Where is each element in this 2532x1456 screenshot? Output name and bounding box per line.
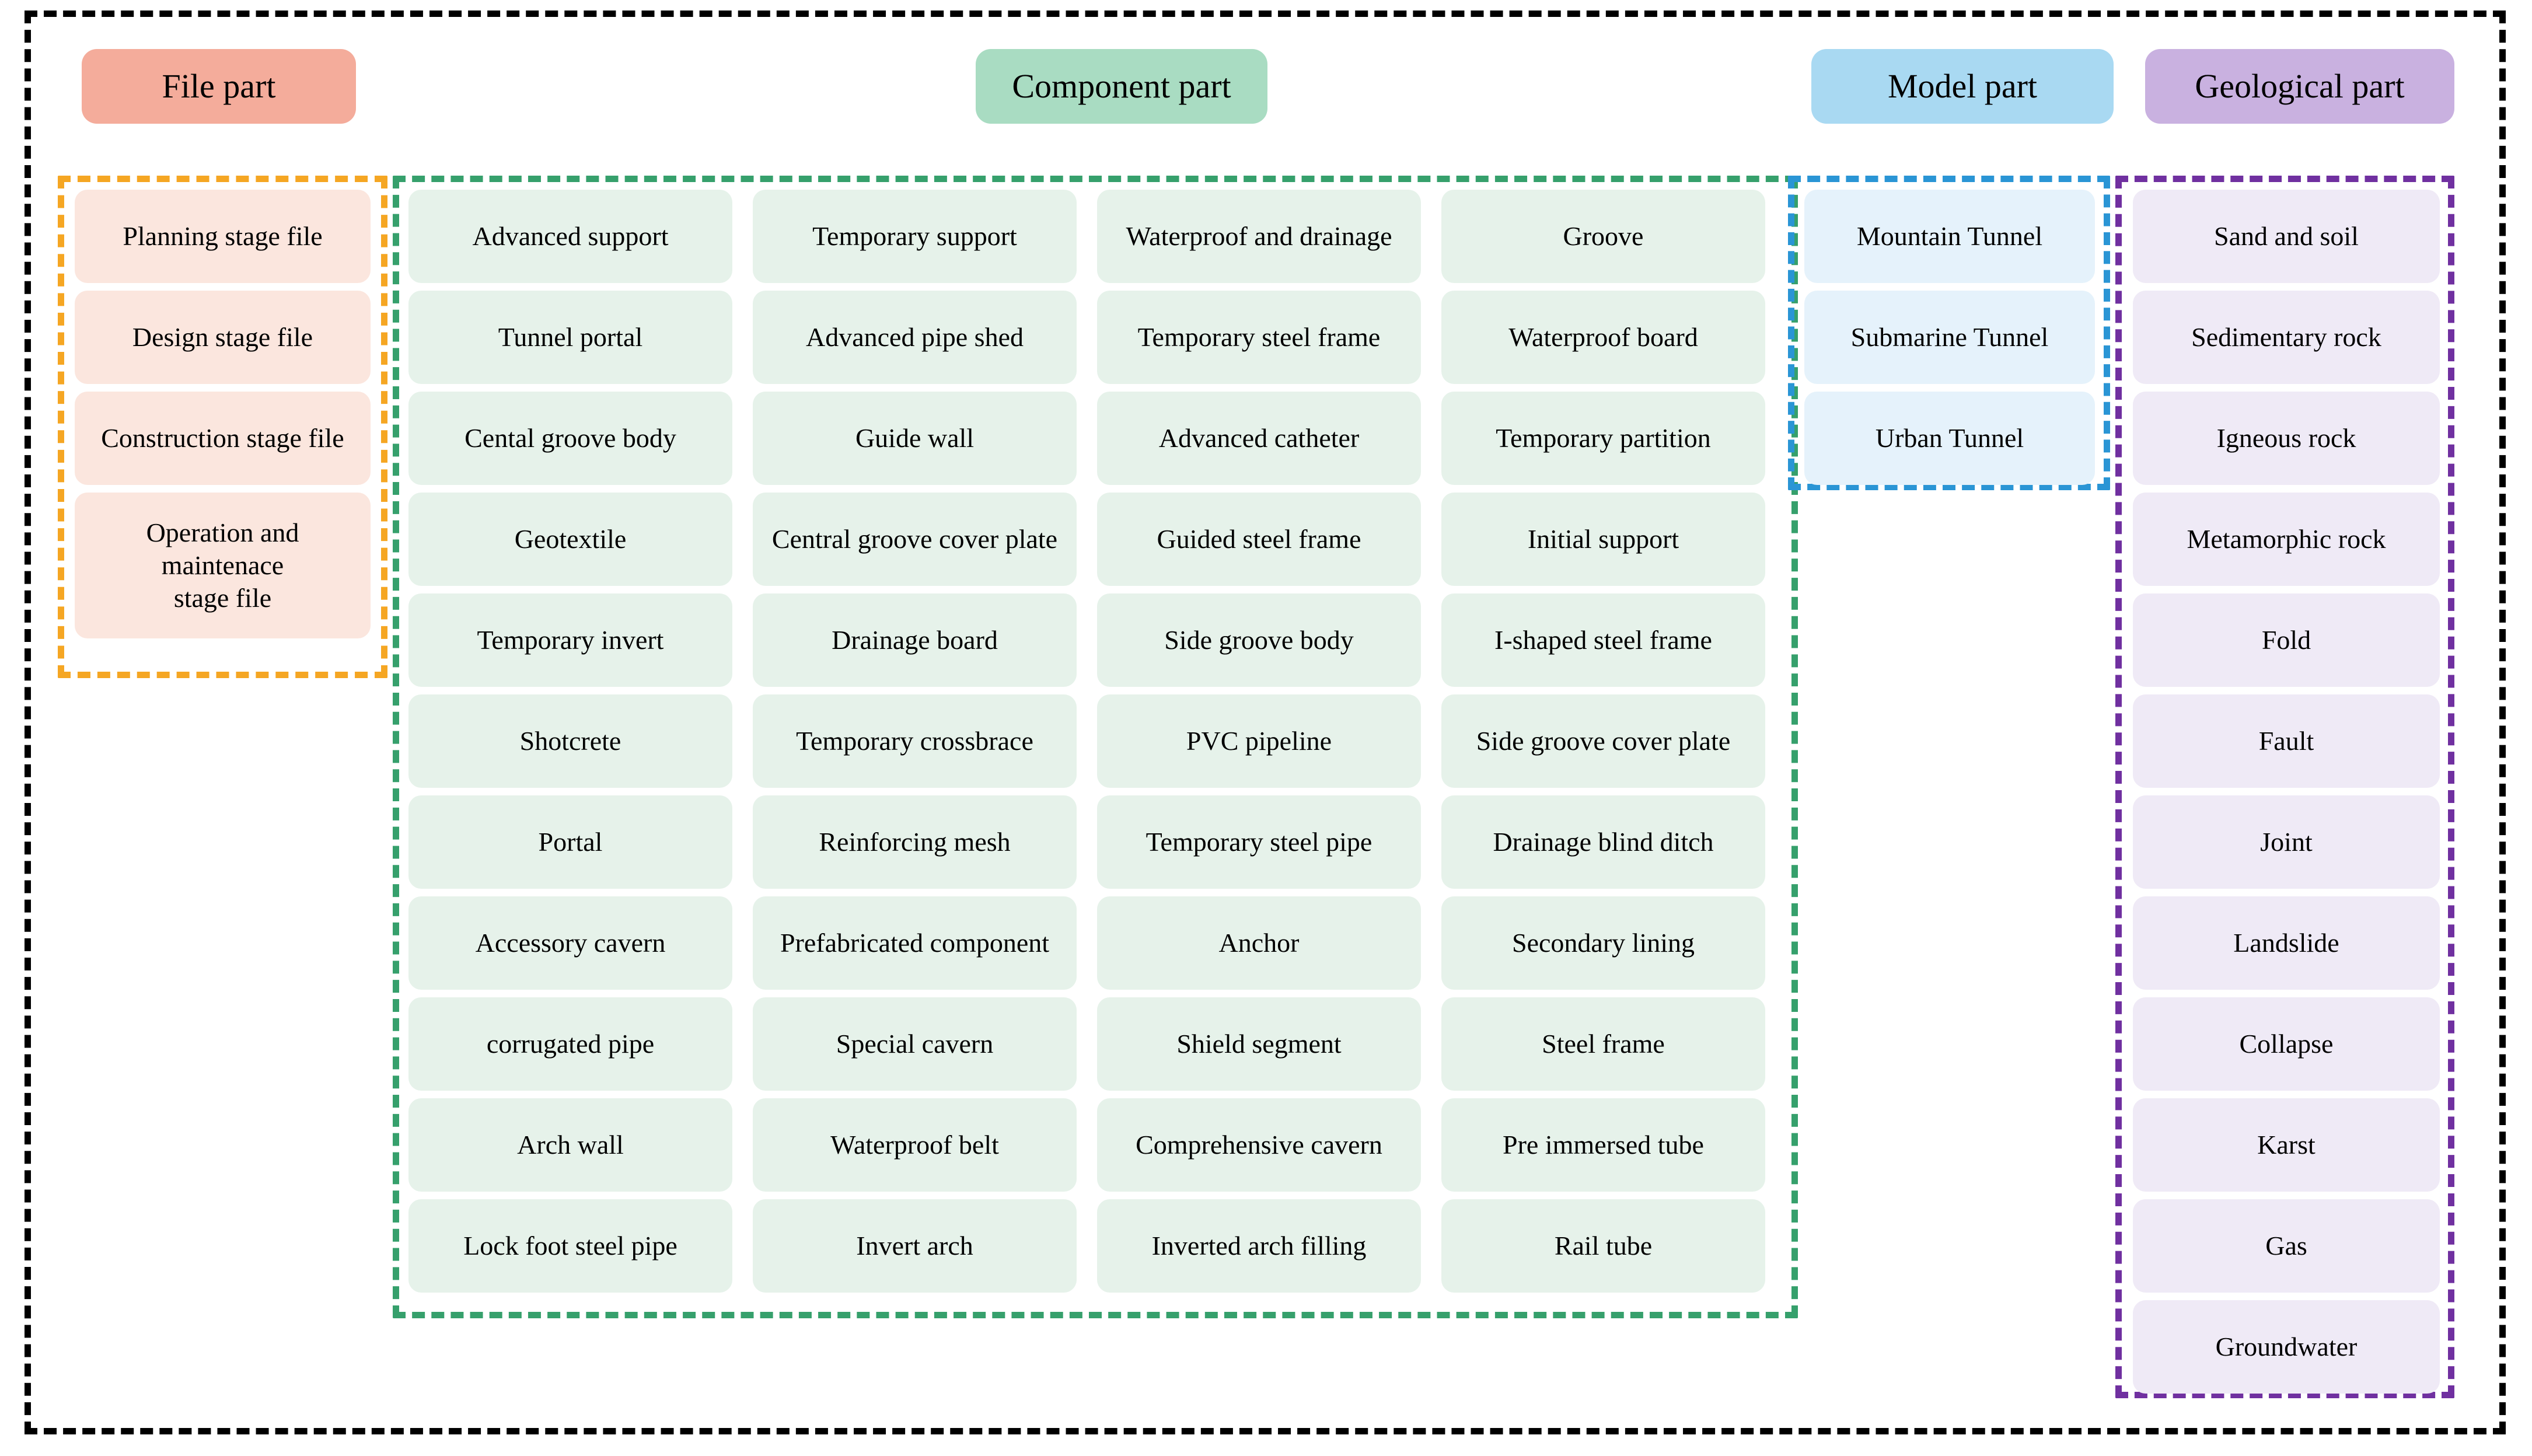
list-item[interactable]: Mountain Tunnel (1804, 190, 2095, 283)
list-item[interactable]: Side groove body (1097, 593, 1421, 687)
list-item[interactable]: Inverted arch filling (1097, 1199, 1421, 1293)
column-component-3: Waterproof and drainage Temporary steel … (1097, 190, 1421, 1293)
list-item[interactable]: Comprehensive cavern (1097, 1098, 1421, 1192)
list-item[interactable]: Temporary partition (1441, 392, 1765, 485)
list-item[interactable]: Waterproof belt (753, 1098, 1077, 1192)
list-item[interactable]: Side groove cover plate (1441, 694, 1765, 788)
list-item[interactable]: Advanced support (408, 190, 732, 283)
list-item[interactable]: Landslide (2133, 896, 2440, 990)
list-item[interactable]: Temporary steel pipe (1097, 795, 1421, 889)
column-geological-items: Sand and soil Sedimentary rock Igneous r… (2133, 190, 2440, 1394)
list-item[interactable]: Advanced pipe shed (753, 291, 1077, 384)
list-item[interactable]: Prefabricated component (753, 896, 1077, 990)
list-item[interactable]: Fault (2133, 694, 2440, 788)
list-item[interactable]: Steel frame (1441, 997, 1765, 1091)
list-item[interactable]: Planning stage file (75, 190, 371, 283)
list-item[interactable]: Igneous rock (2133, 392, 2440, 485)
list-item[interactable]: Waterproof board (1441, 291, 1765, 384)
column-component-4: Groove Waterproof board Temporary partit… (1441, 190, 1765, 1293)
list-item[interactable]: Drainage board (753, 593, 1077, 687)
section-header-geological: Geological part (2145, 49, 2454, 124)
list-item[interactable]: Groove (1441, 190, 1765, 283)
column-model-items: Mountain Tunnel Submarine Tunnel Urban T… (1804, 190, 2095, 485)
list-item[interactable]: Shield segment (1097, 997, 1421, 1091)
group-box-model (1788, 176, 2110, 490)
column-component-1: Advanced support Tunnel portal Cental gr… (408, 190, 732, 1293)
list-item[interactable]: Fold (2133, 593, 2440, 687)
list-item[interactable]: Accessory cavern (408, 896, 732, 990)
list-item[interactable]: Sedimentary rock (2133, 291, 2440, 384)
list-item[interactable]: corrugated pipe (408, 997, 732, 1091)
outer-dashed-frame (25, 11, 2506, 1434)
list-item[interactable]: Waterproof and drainage (1097, 190, 1421, 283)
list-item[interactable]: Shotcrete (408, 694, 732, 788)
list-item[interactable]: Tunnel portal (408, 291, 732, 384)
list-item[interactable]: Design stage file (75, 291, 371, 384)
list-item[interactable]: Temporary crossbrace (753, 694, 1077, 788)
group-box-file (58, 176, 387, 678)
list-item[interactable]: I-shaped steel frame (1441, 593, 1765, 687)
list-item[interactable]: Sand and soil (2133, 190, 2440, 283)
column-file-items: Planning stage file Design stage file Co… (75, 190, 371, 638)
list-item[interactable]: Guide wall (753, 392, 1077, 485)
list-item[interactable]: Operation and maintenace stage file (75, 493, 371, 638)
list-item[interactable]: Submarine Tunnel (1804, 291, 2095, 384)
list-item[interactable]: Karst (2133, 1098, 2440, 1192)
list-item[interactable]: Groundwater (2133, 1300, 2440, 1394)
section-header-model: Model part (1811, 49, 2114, 124)
list-item[interactable]: Rail tube (1441, 1199, 1765, 1293)
list-item[interactable]: Temporary steel frame (1097, 291, 1421, 384)
list-item[interactable]: Reinforcing mesh (753, 795, 1077, 889)
list-item[interactable]: Portal (408, 795, 732, 889)
list-item[interactable]: Initial support (1441, 493, 1765, 586)
group-box-geological (2115, 176, 2454, 1398)
list-item[interactable]: Special cavern (753, 997, 1077, 1091)
list-item[interactable]: PVC pipeline (1097, 694, 1421, 788)
list-item[interactable]: Urban Tunnel (1804, 392, 2095, 485)
section-header-component: Component part (976, 49, 1267, 124)
list-item[interactable]: Temporary invert (408, 593, 732, 687)
list-item[interactable]: Gas (2133, 1199, 2440, 1293)
list-item[interactable]: Advanced catheter (1097, 392, 1421, 485)
list-item[interactable]: Drainage blind ditch (1441, 795, 1765, 889)
list-item[interactable]: Secondary lining (1441, 896, 1765, 990)
section-header-file: File part (82, 49, 356, 124)
list-item[interactable]: Metamorphic rock (2133, 493, 2440, 586)
list-item[interactable]: Invert arch (753, 1199, 1077, 1293)
list-item[interactable]: Pre immersed tube (1441, 1098, 1765, 1192)
list-item[interactable]: Guided steel frame (1097, 493, 1421, 586)
list-item[interactable]: Joint (2133, 795, 2440, 889)
group-box-component (393, 176, 1798, 1318)
list-item[interactable]: Lock foot steel pipe (408, 1199, 732, 1293)
list-item[interactable]: Central groove cover plate (753, 493, 1077, 586)
list-item[interactable]: Geotextile (408, 493, 732, 586)
list-item[interactable]: Anchor (1097, 896, 1421, 990)
list-item[interactable]: Construction stage file (75, 392, 371, 485)
list-item[interactable]: Cental groove body (408, 392, 732, 485)
list-item[interactable]: Collapse (2133, 997, 2440, 1091)
column-component-2: Temporary support Advanced pipe shed Gui… (753, 190, 1077, 1293)
list-item[interactable]: Arch wall (408, 1098, 732, 1192)
list-item[interactable]: Temporary support (753, 190, 1077, 283)
